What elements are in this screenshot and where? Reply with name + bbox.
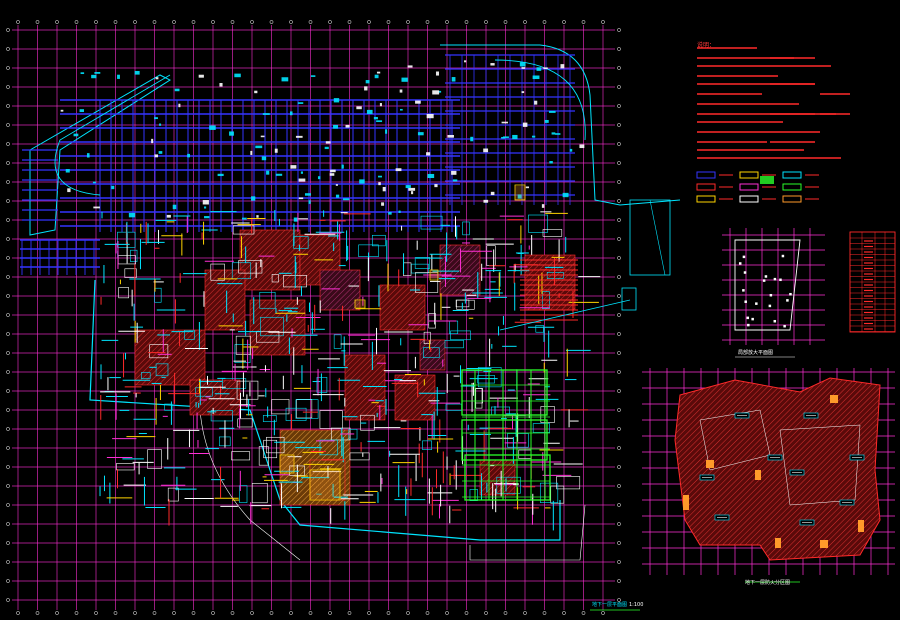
detail-plan-title: 局部放大平面图 [738,350,774,356]
main-plan-title: 地下一层平面图 [592,602,628,608]
red-pipe-lines [499,199,671,331]
lower-plan-title: 地下一层防火分区图 [745,580,791,586]
fire-zone-plan [642,368,895,583]
green-service-zone [461,369,551,501]
wall-linework [60,60,585,504]
stair-blocks [279,184,526,501]
schedule-table [849,231,896,333]
parking-zone-blue [20,54,586,275]
notes-heading: 说明： [697,42,716,49]
core-hatched-areas [134,229,576,506]
building-outline [29,44,681,561]
general-notes [696,47,850,203]
detail-plan [722,228,825,358]
main-plan-scale: 1:100 [629,602,644,608]
